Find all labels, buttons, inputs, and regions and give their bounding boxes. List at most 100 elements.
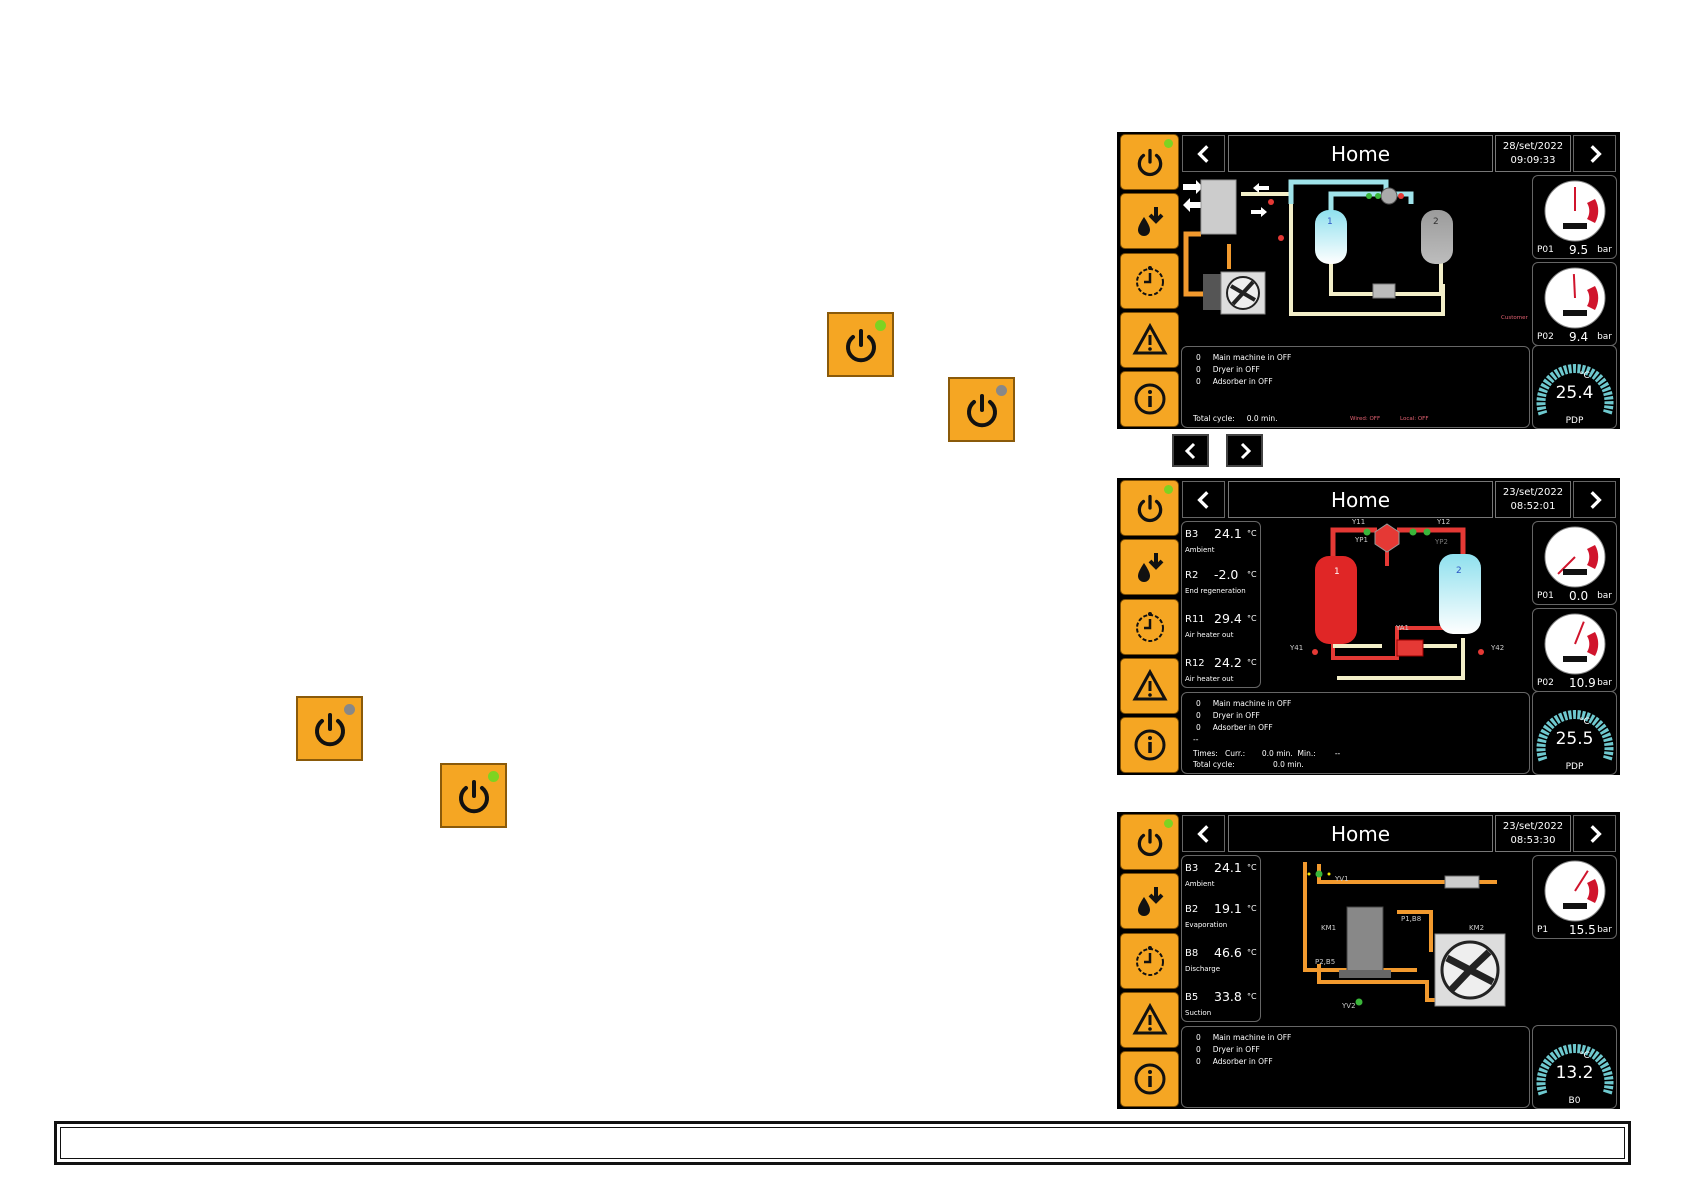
date-text: 23/set/2022 — [1502, 486, 1564, 498]
compressor-km1 — [1346, 906, 1384, 976]
message-panel: 0 Main machine in OFF 0 Dryer in OFF 0 A… — [1181, 346, 1530, 428]
pdp-label: PDP — [1565, 762, 1584, 772]
gauge-dial — [1544, 180, 1606, 242]
prev-page-button[interactable] — [1182, 481, 1225, 518]
timer-icon — [1135, 266, 1164, 296]
side-toolbar — [1117, 132, 1182, 429]
tank-1 — [1315, 556, 1357, 644]
gauge-unit: bar — [1597, 925, 1612, 935]
timer-button[interactable] — [1120, 933, 1179, 989]
next-page-button[interactable] — [1573, 481, 1616, 518]
gauge-dial — [1544, 860, 1606, 922]
warning-icon — [1131, 1002, 1168, 1035]
next-page-button[interactable] — [1573, 815, 1616, 852]
drain-button[interactable] — [1120, 873, 1179, 929]
b0-arc — [1536, 1044, 1614, 1096]
b0-unit: °C — [1579, 1051, 1590, 1061]
pressure-gauge-p02: P02 9.4 bar — [1532, 262, 1617, 346]
total-cycle: Total cycle: 0.0 min. — [1193, 760, 1304, 769]
power-button[interactable] — [1120, 814, 1179, 870]
svg-text:1: 1 — [1334, 567, 1340, 577]
customer-label: Customer — [1501, 315, 1528, 321]
info-button[interactable] — [1120, 717, 1179, 773]
dash-text: -- — [1193, 735, 1199, 744]
power-icon — [458, 779, 489, 813]
hmi-screen-dryer-overview: Home 28/set/2022 09:09:33 1 — [1117, 132, 1620, 429]
power-button[interactable] — [948, 377, 1015, 442]
power-button[interactable] — [827, 312, 894, 377]
datetime-display: 23/set/2022 08:53:30 — [1495, 815, 1571, 852]
alarm-button[interactable] — [1120, 312, 1179, 368]
message-row: 0 Main machine in OFF — [1196, 699, 1292, 708]
power-icon — [966, 393, 997, 427]
diagram-label: P2,B5 — [1315, 958, 1336, 966]
drain-button[interactable] — [1120, 193, 1179, 249]
date-text: 28/set/2022 — [1502, 140, 1564, 152]
next-arrow-button[interactable] — [1226, 434, 1263, 467]
chevron-right-icon — [1590, 490, 1602, 509]
prev-page-button[interactable] — [1182, 135, 1225, 172]
power-button[interactable] — [440, 763, 507, 828]
datetime-display: 23/set/2022 08:52:01 — [1495, 481, 1571, 518]
pdp-gauge: °C 25.5 PDP — [1532, 691, 1617, 775]
footer-frame — [54, 1121, 1631, 1165]
gauge-dial — [1544, 613, 1606, 675]
timer-icon — [1135, 612, 1164, 642]
process-diagram: 1 2 — [1312, 523, 1484, 680]
power-button[interactable] — [296, 696, 363, 761]
drain-button[interactable] — [1120, 539, 1179, 595]
svg-text:2: 2 — [1433, 217, 1439, 227]
power-icon — [1137, 148, 1162, 177]
timer-icon — [1135, 946, 1164, 976]
pdp-gauge: °C 25.4 PDP — [1532, 345, 1617, 429]
alarm-button[interactable] — [1120, 658, 1179, 714]
message-row: 0 Adsorber in OFF — [1196, 377, 1273, 386]
datetime-display: 28/set/2022 09:09:33 — [1495, 135, 1571, 172]
chevron-right-icon — [1240, 442, 1251, 459]
gauge-label: P02 — [1537, 332, 1554, 342]
alarm-button[interactable] — [1120, 992, 1179, 1048]
drain-icon — [1137, 207, 1163, 236]
gauge-dial — [1544, 526, 1606, 588]
tank-1 — [1315, 210, 1347, 264]
power-icon — [845, 328, 876, 362]
timer-button[interactable] — [1120, 599, 1179, 655]
diagram-label: YP1 — [1355, 536, 1368, 544]
side-toolbar — [1117, 812, 1182, 1109]
status-led — [1164, 819, 1173, 828]
svg-text:1: 1 — [1327, 217, 1333, 227]
gauge-dial — [1544, 267, 1606, 329]
times-row: Times: Curr.: 0.0 min. Min.: -- — [1193, 749, 1341, 758]
diagram-label: YP2 — [1435, 538, 1448, 546]
drain-icon — [1137, 887, 1163, 916]
local-status: Local: OFF — [1400, 416, 1429, 422]
warning-icon — [1131, 668, 1168, 701]
prev-page-button[interactable] — [1182, 815, 1225, 852]
b0-value: 13.2 — [1555, 1063, 1594, 1083]
pressure-gauge-p1: P1 15.5 bar — [1532, 855, 1617, 939]
condenser-coil — [1444, 875, 1480, 889]
gauge-value: 10.9 — [1569, 676, 1596, 690]
timer-button[interactable] — [1120, 253, 1179, 309]
message-panel: 0 Main machine in OFF 0 Dryer in OFF 0 A… — [1181, 1026, 1530, 1108]
power-button[interactable] — [1120, 480, 1179, 536]
chevron-left-icon — [1184, 442, 1195, 459]
info-button[interactable] — [1120, 371, 1179, 427]
power-button[interactable] — [1120, 134, 1179, 190]
dryer-unit — [1200, 179, 1237, 235]
chevron-left-icon — [1196, 144, 1208, 163]
info-button[interactable] — [1120, 1051, 1179, 1107]
refrigeration-diagram — [1303, 862, 1506, 1007]
diagram-label: P1,B8 — [1401, 915, 1422, 923]
next-page-button[interactable] — [1573, 135, 1616, 172]
pdp-label: PDP — [1565, 416, 1584, 426]
page-title: Home — [1228, 135, 1493, 172]
info-icon — [1134, 1063, 1165, 1095]
pressure-gauge-p01: P01 0.0 bar — [1532, 521, 1617, 605]
prev-arrow-button[interactable] — [1172, 434, 1209, 467]
